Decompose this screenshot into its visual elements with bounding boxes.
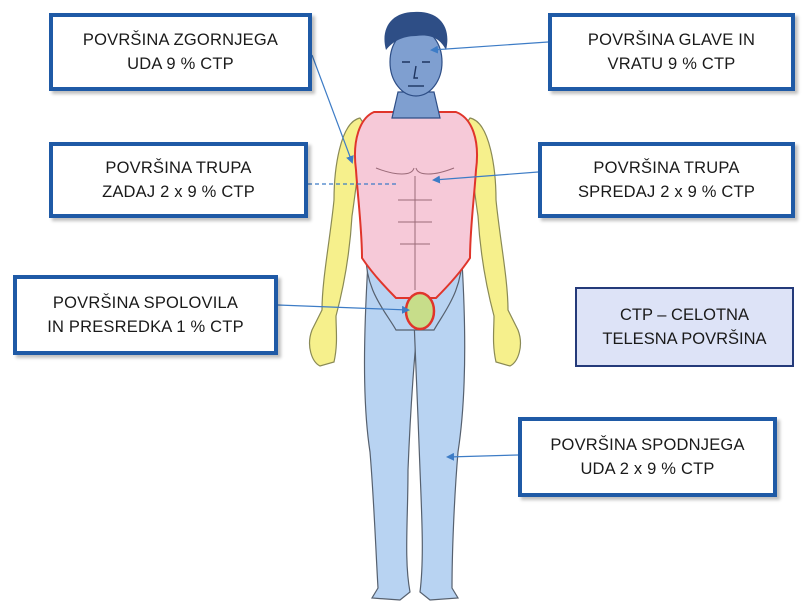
- label-lower-limb: POVRŠINA SPODNJEGA UDA 2 x 9 % CTP: [518, 417, 777, 497]
- label-lower-limb-line2: UDA 2 x 9 % CTP: [580, 457, 714, 481]
- label-lower-limb-line1: POVRŠINA SPODNJEGA: [550, 433, 744, 457]
- torso: [355, 112, 477, 298]
- label-head-neck: POVRŠINA GLAVE IN VRATU 9 % CTP: [548, 13, 795, 91]
- pointer-lower-limb: [448, 455, 518, 457]
- label-trunk-front: POVRŠINA TRUPA SPREDAJ 2 x 9 % CTP: [538, 142, 795, 218]
- label-upper-limb: POVRŠINA ZGORNJEGA UDA 9 % CTP: [49, 13, 312, 91]
- label-trunk-front-line2: SPREDAJ 2 x 9 % CTP: [578, 180, 755, 204]
- label-genital: POVRŠINA SPOLOVILA IN PRESREDKA 1 % CTP: [13, 275, 278, 355]
- label-trunk-back-line2: ZADAJ 2 x 9 % CTP: [102, 180, 255, 204]
- pointer-head-neck: [432, 42, 548, 50]
- label-upper-limb-line2: UDA 9 % CTP: [127, 52, 234, 76]
- label-upper-limb-line1: POVRŠINA ZGORNJEGA: [83, 28, 278, 52]
- label-genital-line2: IN PRESREDKA 1 % CTP: [47, 315, 244, 339]
- label-genital-line1: POVRŠINA SPOLOVILA: [53, 291, 238, 315]
- label-trunk-back: POVRŠINA TRUPA ZADAJ 2 x 9 % CTP: [49, 142, 308, 218]
- genital-region: [406, 293, 434, 329]
- label-head-neck-line2: VRATU 9 % CTP: [608, 52, 736, 76]
- label-trunk-front-line1: POVRŠINA TRUPA: [593, 156, 739, 180]
- legend-ctp: CTP – CELOTNA TELESNA POVRŠINA: [575, 287, 794, 367]
- legend-line2: TELESNA POVRŠINA: [602, 327, 766, 351]
- legend-line1: CTP – CELOTNA: [620, 303, 749, 327]
- label-head-neck-line1: POVRŠINA GLAVE IN: [588, 28, 755, 52]
- label-trunk-back-line1: POVRŠINA TRUPA: [105, 156, 251, 180]
- pointer-upper-limb: [312, 55, 352, 162]
